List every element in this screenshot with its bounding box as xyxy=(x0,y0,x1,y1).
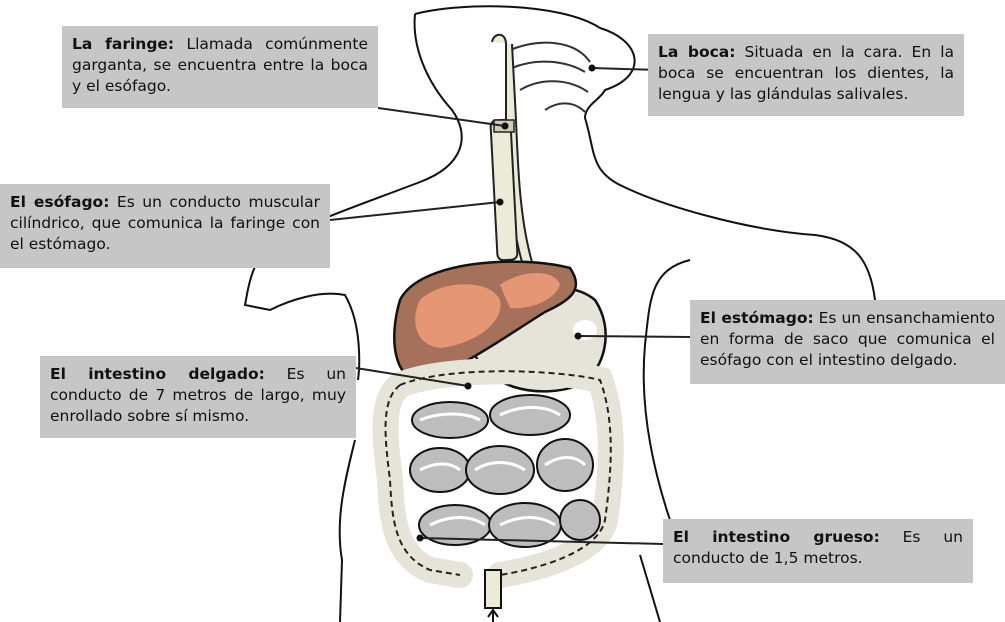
nasal-cavity xyxy=(510,43,590,62)
rectum xyxy=(485,570,501,608)
jaw xyxy=(545,103,585,112)
label-esofago-title: El esófago: xyxy=(10,193,109,211)
palate xyxy=(512,62,585,72)
label-boca-title: La boca: xyxy=(658,43,735,61)
anus-arrow xyxy=(488,610,498,622)
label-estomago: El estómago: Es un ensanchamiento en for… xyxy=(690,300,1005,384)
label-intestino-grueso: El intestino grueso: Es un conducto de 1… xyxy=(663,519,973,583)
torso-left xyxy=(340,440,355,622)
label-intestino-delgado: El intestino delgado: Es un conducto de … xyxy=(40,356,356,438)
torso-right xyxy=(644,260,690,520)
torso-right-lower xyxy=(640,555,660,622)
label-estomago-title: El estómago: xyxy=(700,309,814,327)
label-faringe: La faringe: Llamada comúnmente garganta,… xyxy=(62,26,378,108)
label-boca: La boca: Situada en la cara. En la boca … xyxy=(648,34,964,116)
tongue xyxy=(520,81,588,92)
label-intestino-grueso-title: El intestino grueso: xyxy=(673,528,880,546)
label-esofago: El esófago: Es un conducto muscular cilí… xyxy=(0,184,330,268)
label-intestino-delgado-title: El intestino delgado: xyxy=(50,365,265,383)
label-faringe-title: La faringe: xyxy=(72,35,174,53)
